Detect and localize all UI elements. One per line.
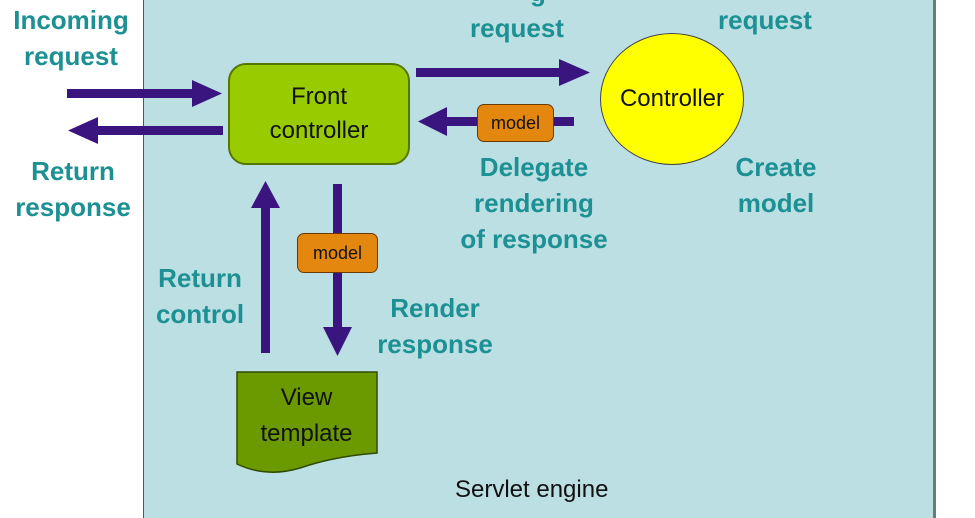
- label-line: request: [470, 13, 564, 43]
- label-line: Return: [158, 263, 242, 293]
- view-template-label: View template: [260, 384, 353, 447]
- front-controller-label: Front controller: [269, 83, 369, 144]
- label-line: response: [15, 192, 131, 222]
- label-line: request: [718, 5, 812, 35]
- controller-label: Controller: [619, 85, 725, 112]
- delegate-request-arrow: [416, 59, 590, 86]
- model-token: model: [477, 104, 554, 142]
- render-response-label: Render response: [365, 290, 505, 362]
- label-line: Return: [31, 156, 115, 186]
- front-controller-node: Front controller: [228, 63, 410, 165]
- return-response-arrow: [68, 117, 223, 144]
- servlet-engine-label: Servlet engine: [455, 476, 609, 503]
- model-token: model: [297, 233, 378, 273]
- label-line: Create: [735, 152, 817, 182]
- create-model-label: Create model: [716, 149, 836, 221]
- incoming-request-arrow: [67, 80, 222, 107]
- delegate-request-label: g request: [452, 0, 582, 46]
- label-line: of response: [460, 224, 608, 254]
- return-control-label: Return control: [146, 260, 254, 332]
- label-line: Render: [390, 293, 480, 323]
- return-control-arrow: [251, 181, 280, 353]
- return-response-label: Return response: [6, 153, 140, 225]
- handle-request-label: request: [700, 2, 830, 38]
- label-line: request: [24, 41, 118, 71]
- model-token-label: model: [490, 112, 541, 133]
- controller-node: Controller: [600, 33, 744, 165]
- model-token-label: model: [312, 242, 363, 263]
- delegate-rendering-label: Delegate rendering of response: [444, 149, 624, 257]
- label-line: Incoming: [13, 5, 129, 35]
- label-line: response: [377, 329, 493, 359]
- label-line: g: [452, 0, 582, 10]
- label-line: rendering: [474, 188, 594, 218]
- label-line: control: [155, 299, 245, 329]
- label-line: model: [737, 188, 815, 218]
- incoming-request-label: Incoming request: [4, 2, 138, 74]
- view-template-shape: [236, 371, 378, 473]
- label-line: Delegate: [479, 152, 589, 182]
